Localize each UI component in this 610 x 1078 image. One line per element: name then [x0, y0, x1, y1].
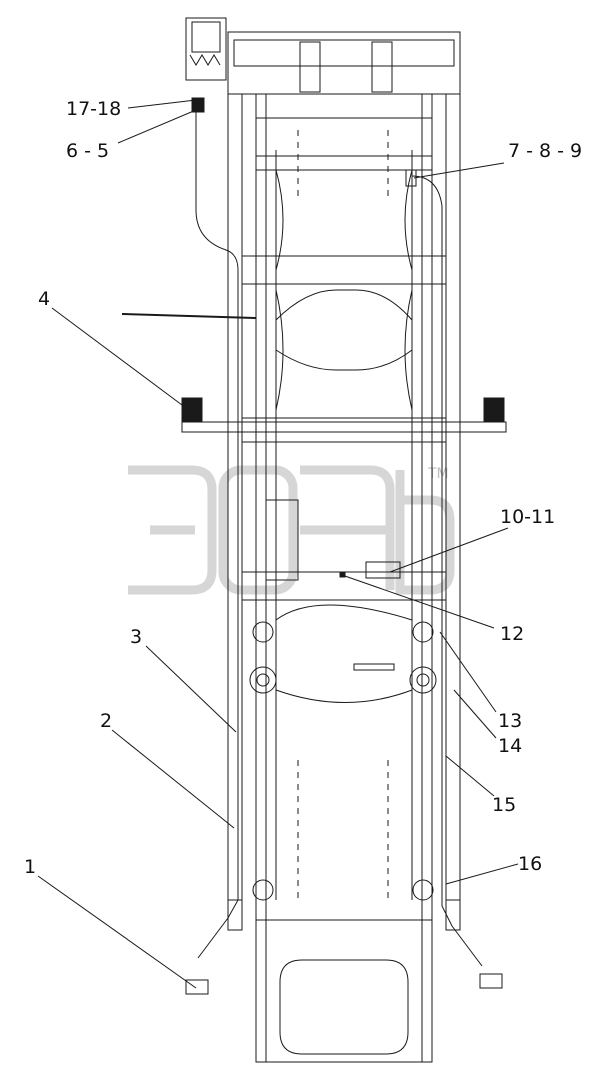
leader-lines	[37, 99, 519, 989]
callout-13: 13	[498, 710, 522, 732]
callout-3: 3	[130, 626, 142, 648]
callout-16: 16	[518, 853, 542, 875]
callout-1: 1	[24, 856, 36, 878]
callout-7-8-9: 7 - 8 - 9	[508, 140, 582, 162]
callout-4: 4	[38, 288, 50, 310]
callout-2: 2	[100, 710, 112, 732]
watermark-tm: TM	[427, 466, 449, 482]
callout-12: 12	[500, 623, 524, 645]
callout-6-5: 6 - 5	[66, 140, 109, 162]
callout-10-11: 10-11	[500, 506, 555, 528]
mast-frame	[121, 17, 507, 1063]
callout-14: 14	[498, 735, 522, 757]
callout-15: 15	[492, 794, 516, 816]
callout-17-18: 17-18	[66, 98, 121, 120]
watermark-logo	[128, 465, 455, 595]
